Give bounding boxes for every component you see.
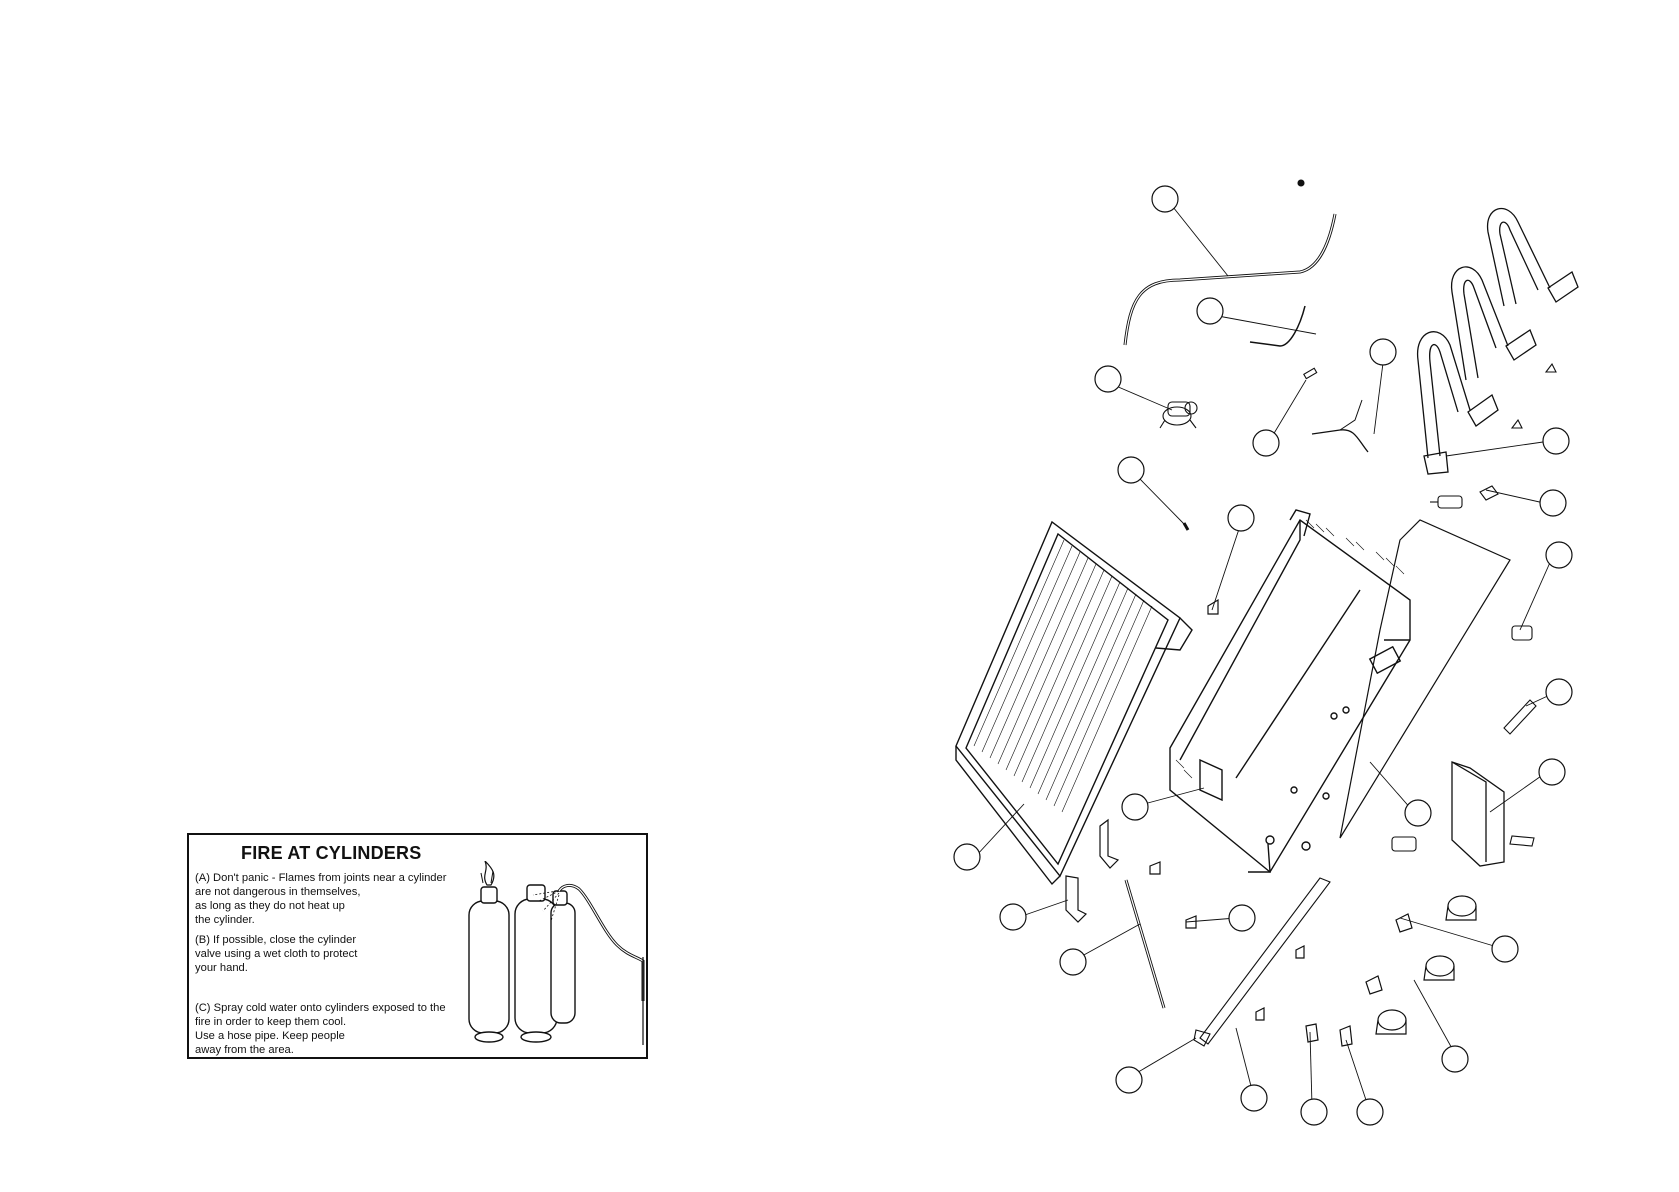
front-panel [955,520,1193,886]
callout-15 [953,843,981,871]
callout-6 [1117,456,1145,484]
callout-10 [1545,541,1573,569]
warning-c-line-1: (C) Spray cold water onto cylinders expo… [195,1002,446,1014]
valves-and-knobs [1149,598,1477,1047]
chassis-vents [1175,519,1405,779]
callout-14 [1121,793,1149,821]
warning-c-line-2: fire in order to keep them cool. [195,1016,347,1028]
callout-3 [1094,365,1122,393]
callout-9 [1539,489,1567,517]
gas-cylinders-fire-icon [468,861,645,1045]
warning-c-line-4: away from the area. [195,1044,294,1056]
fire-warning-box: FIRE AT CYLINDERS (A) Don't panic - Flam… [187,833,648,1059]
flexible-burners [1417,207,1579,475]
callout-17 [1059,948,1087,976]
leader-lines [975,206,1553,1107]
callout-22 [1240,1084,1268,1112]
warning-a-line-1: (A) Don't panic - Flames from joints nea… [195,872,447,884]
warning-title: FIRE AT CYLINDERS [241,843,422,863]
callout-19 [1491,935,1519,963]
warning-a-line-2: are not dangerous in themselves, [195,886,361,898]
lower-brackets [1065,818,1120,923]
regulator [1159,401,1198,429]
top-nut [1297,179,1305,187]
callout-24 [1356,1098,1384,1126]
callout-2 [1196,297,1224,325]
callout-20 [1441,1045,1469,1073]
callout-16 [999,903,1027,931]
callout-12 [1538,758,1566,786]
callout-11 [1545,678,1573,706]
callout-5 [1252,429,1280,457]
thermocouple-wire [1249,305,1306,347]
deflector-box [1451,761,1505,867]
warning-a-line-4: the cylinder. [195,914,255,926]
small-bracket [1503,699,1537,735]
callout-13 [1404,799,1432,827]
callout-4 [1369,338,1397,366]
callout-23 [1300,1098,1328,1126]
top-bent-rod [1123,213,1337,346]
callout-1 [1151,185,1179,213]
warning-c-line-3: Use a hose pipe. Keep people [195,1030,345,1042]
main-chassis [1169,509,1411,874]
warning-b-line-2: valve using a wet cloth to protect [195,948,358,960]
warning-a-line-3: as long as they do not heat up [195,900,345,912]
callout-21 [1115,1066,1143,1094]
callout-8 [1542,427,1570,455]
callout-7 [1227,504,1255,532]
callout-circles [953,185,1573,1126]
callout-18 [1228,904,1256,932]
angle-bar [1199,877,1331,1045]
warning-b-line-1: (B) If possible, close the cylinder [195,934,357,946]
front-panel-louvres [973,539,1153,813]
angle-bar-fitting [1193,1029,1211,1047]
back-panel [1339,519,1511,839]
warning-b-line-3: your hand. [195,962,248,974]
igniter-lead [1311,429,1369,453]
